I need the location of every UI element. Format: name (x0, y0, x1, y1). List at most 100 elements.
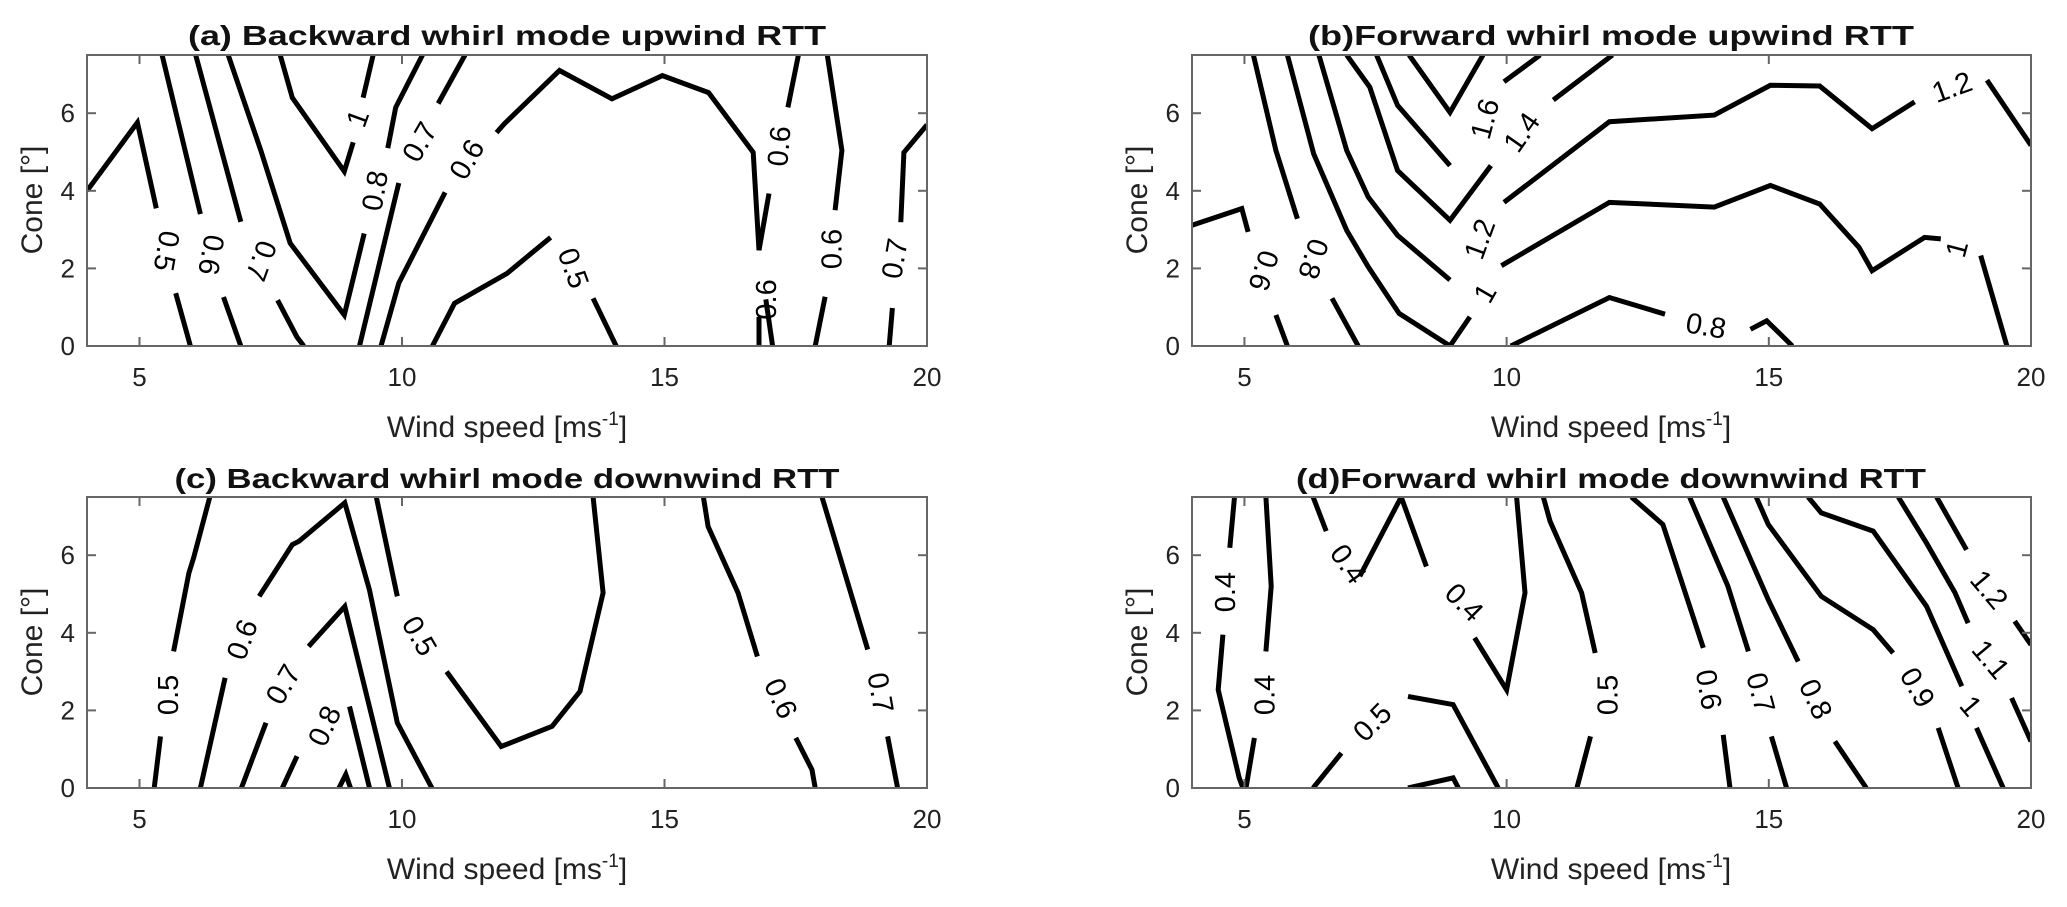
contour-line-0_5 (173, 292, 193, 346)
contour-line-0_4 (1472, 497, 1528, 697)
contour-line-0_7 (886, 307, 895, 346)
contour-line-1_2 (1984, 78, 2031, 147)
y-axis-label: Cone [°] (16, 146, 49, 255)
contour-line-0_5 (1540, 497, 1598, 654)
contour-line-0_8 (280, 755, 300, 788)
contour-line-0_6 (1720, 734, 1733, 788)
contour-line-0_7 (819, 497, 871, 651)
x-tick-label: 15 (650, 804, 679, 834)
x-tick-label: 10 (1492, 362, 1521, 392)
panel-a: (a) Backward whirl mode upwind RTT Wind … (16, 20, 941, 444)
contour-line-0_7 (306, 601, 392, 788)
contour-lines (87, 55, 927, 346)
x-axis-label: Wind speed [ms-1] (387, 851, 627, 886)
panel-title: (a) Backward whirl mode upwind RTT (188, 20, 826, 51)
contour-line-0_7 (436, 55, 468, 105)
contour-line-0_6 (763, 299, 776, 346)
contour-label: 0.6 (762, 125, 797, 168)
contour-line-1_2 (1934, 497, 1969, 552)
contour-line-0_7 (239, 721, 269, 788)
x-tick-label: 10 (388, 804, 417, 834)
contour-line-0_6 (257, 498, 435, 788)
contour-line-0_5 (1407, 693, 1501, 788)
y-axis-label: Cone [°] (1121, 588, 1154, 697)
contour-label: 0.6 (751, 279, 783, 319)
panel-b: (b)Forward whirl mode upwind RTT Wind sp… (1121, 20, 2045, 444)
contour-label: 0.6 (817, 229, 849, 269)
y-tick-label: 4 (1166, 176, 1180, 206)
contour-label: 0.5 (1592, 675, 1624, 715)
contour-line-1_4 (1551, 55, 1615, 102)
x-tick-label: 15 (650, 362, 679, 392)
contour-line-0_6 (1273, 314, 1290, 346)
contour-line-0_6 (197, 677, 228, 788)
contour-line-0_7 (357, 182, 402, 346)
contour-label: 0.7 (876, 236, 915, 281)
contour-line-0_5 (444, 497, 606, 750)
y-tick-label: 2 (1166, 253, 1180, 283)
panel-title: (d)Forward whirl mode downwind RTT (1296, 463, 1926, 494)
contour-line-0_5 (151, 736, 163, 788)
contour-label: 0.6 (1689, 667, 1728, 712)
x-axis-label: Wind speed [ms-1] (1491, 409, 1731, 444)
contour-line-0_6 (494, 67, 772, 251)
x-tick-label: 15 (1754, 804, 1783, 834)
contour-label: 0.8 (1683, 307, 1728, 346)
contour-line-0_6 (1192, 205, 1251, 233)
contour-line-0_6 (785, 55, 801, 108)
contour-line-1_1 (2009, 696, 2031, 743)
contour-line-0_4 (1357, 497, 1429, 578)
contour-line-0_8 (1720, 497, 1801, 663)
contour-line-1 (277, 55, 356, 178)
x-tick-label: 20 (913, 362, 942, 392)
contour-label: 0.6 (191, 232, 230, 277)
contour-line-0_7 (193, 55, 244, 223)
axes-box (1191, 54, 2032, 347)
contour-line-1 (360, 55, 376, 99)
x-tick-label: 5 (1237, 362, 1251, 392)
y-axis-label: Cone [°] (1121, 146, 1154, 255)
axes-box (1191, 496, 2032, 789)
y-tick-label: 6 (61, 540, 75, 570)
contour-line-1 (1284, 55, 1472, 346)
contour-line-1_2 (1502, 82, 1916, 205)
contour-line-0_4 (1263, 497, 1274, 652)
contour-lines (151, 497, 901, 788)
contour-lines (1192, 55, 2031, 346)
y-tick-label: 2 (61, 695, 75, 725)
x-tick-label: 5 (132, 804, 146, 834)
contour-line-0_5 (1574, 735, 1593, 788)
y-tick-label: 4 (61, 176, 75, 206)
y-tick-label: 4 (1166, 618, 1180, 648)
contour-line-0_8 (385, 55, 425, 149)
contour-line-0_8 (1749, 317, 1795, 346)
y-tick-label: 0 (1166, 331, 1180, 361)
y-tick-label: 0 (1166, 773, 1180, 803)
contour-line-0_5 (590, 297, 619, 346)
x-tick-label: 5 (1237, 804, 1251, 834)
contour-line-0_7 (1769, 735, 1789, 788)
y-axis-label: Cone [°] (16, 588, 49, 697)
x-tick-label: 20 (2017, 362, 2046, 392)
x-tick-label: 15 (1754, 362, 1783, 392)
contour-line-1 (1978, 254, 2010, 346)
x-tick-label: 10 (388, 362, 417, 392)
contour-label: 0.4 (1249, 675, 1281, 715)
contour-line-0_6 (824, 55, 845, 211)
y-tick-label: 0 (61, 773, 75, 803)
contour-line-0_4 (1227, 497, 1237, 549)
x-axis-label: Wind speed [ms-1] (1491, 851, 1731, 886)
contour-line-0_4 (1310, 497, 1329, 532)
contour-line-1_4 (1344, 55, 1493, 225)
contour-label: 1 (1940, 237, 1975, 261)
contour-line-0_7 (1687, 497, 1751, 653)
contour-line-0_9 (1935, 727, 1961, 788)
contour-label: 0.5 (147, 228, 186, 273)
contour-line-1 (1806, 497, 1965, 688)
contour-line-0_8 (1832, 740, 1869, 788)
contour-line-0_7 (275, 299, 306, 346)
